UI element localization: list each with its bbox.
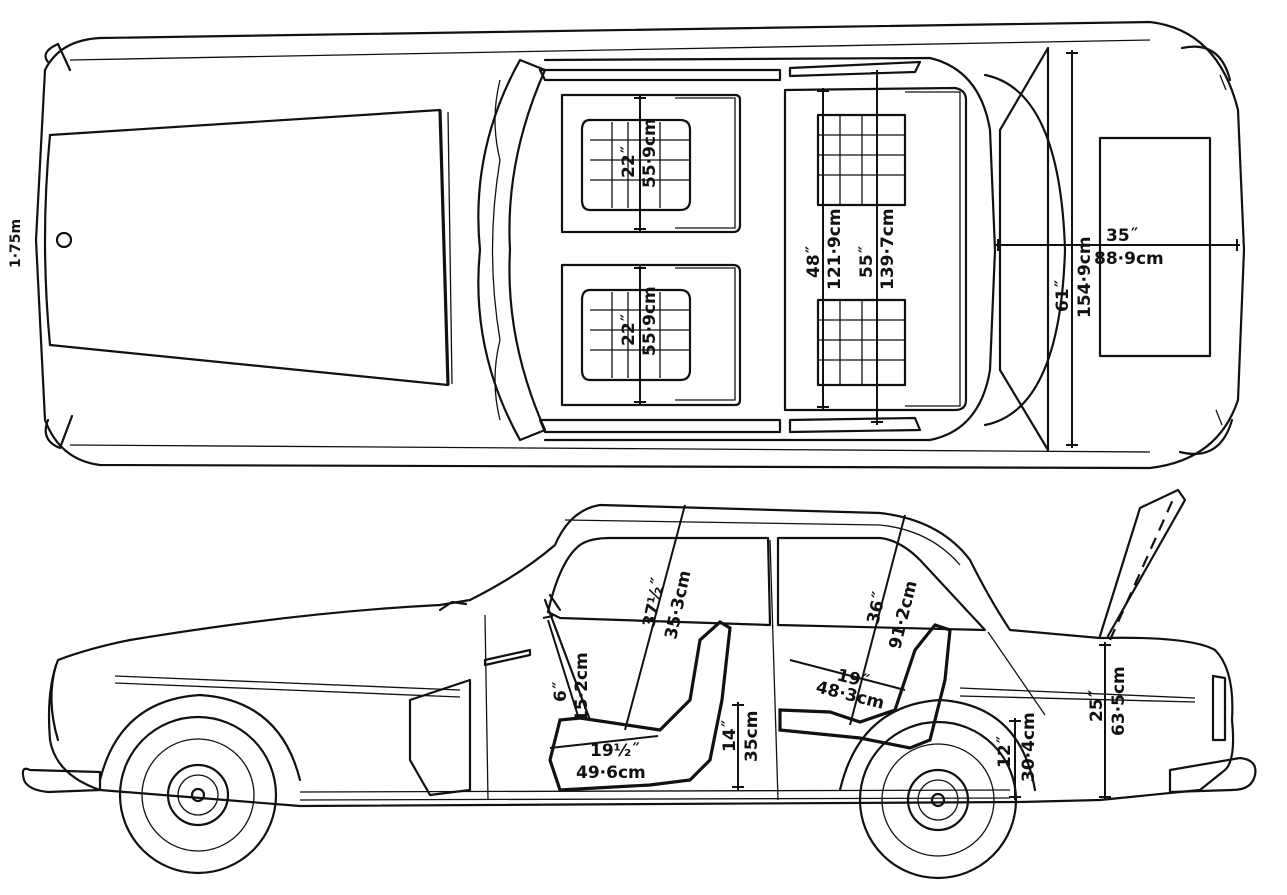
- boot-lid: [998, 46, 1050, 452]
- sill-height-inches: 12˝: [995, 735, 1015, 768]
- front-seat-upper-cm: 55·9cm: [640, 118, 660, 188]
- front-seat-lower-cm: 55·9cm: [640, 286, 660, 356]
- front-seat-side: [548, 620, 732, 792]
- front-bumper-side: [21, 767, 102, 794]
- front-headroom-cm: 35·3cm: [661, 569, 695, 641]
- rear-wheel: [838, 698, 1037, 880]
- front-seat-height-cm: 35cm: [742, 711, 762, 762]
- rear-door-window: [776, 536, 987, 632]
- boot-length-cm: 88·9cm: [1094, 249, 1164, 269]
- side-view: 37½˝ 35·3cm 36˝ 91·2cm 6˝ 15·2cm 19½˝ 49…: [21, 488, 1257, 880]
- bonnet-badge: [55, 231, 73, 249]
- rear-door: [987, 631, 1046, 716]
- front-seat-upper: [560, 93, 742, 234]
- front-seat-height-inches: 14˝: [720, 719, 740, 752]
- width-edge-label: 1·75m: [8, 219, 24, 268]
- rear-seat-side: [778, 623, 952, 750]
- rear-bench: [783, 86, 968, 412]
- steering-column: [543, 598, 592, 722]
- boot-length-inches: 35˝: [1106, 226, 1139, 246]
- front-wheel: [98, 693, 302, 875]
- rear-lamp: [1211, 674, 1227, 742]
- top-view: 1·75m 22˝ 55·9cm 22˝ 55·9cm 48˝ 121·9cm …: [8, 20, 1246, 470]
- rear-headroom-inches: 36˝: [863, 590, 890, 627]
- boot-width-inches: 61˝: [1053, 279, 1073, 312]
- boot-width-cm: 154·9cm: [1075, 236, 1095, 318]
- front-legroom-cm: 49·6cm: [576, 763, 646, 783]
- boot-lid-arc: [1108, 494, 1177, 641]
- rear-bumper-side: [1168, 756, 1257, 794]
- boot-panel: [1098, 136, 1212, 358]
- windscreen-top: [477, 58, 547, 442]
- rear-seat-width-cm: 121·9cm: [825, 208, 845, 290]
- front-door: [484, 539, 779, 801]
- front-seat-cushion-inches: 6˝: [551, 681, 571, 702]
- front-door-window: [546, 536, 772, 627]
- rear-seat-width-inches: 48˝: [804, 245, 824, 278]
- rear-bumper-top: [1178, 45, 1234, 455]
- rear-headroom-cm: 91·2cm: [885, 579, 921, 652]
- front-seat-cushion-cm: 15·2cm: [572, 652, 592, 722]
- rear-shoulder-inches: 55˝: [857, 245, 877, 278]
- top-body-outline: [34, 20, 1246, 470]
- engine-bay: [408, 678, 472, 797]
- front-legroom-inches: 19½˝: [590, 741, 640, 761]
- boot-height-inches: 25˝: [1087, 689, 1107, 722]
- rear-window-top: [983, 73, 1067, 427]
- front-seat-lower: [560, 263, 742, 407]
- front-seat-upper-inches: 22˝: [619, 145, 639, 178]
- boot-height-cm: 63·5cm: [1109, 666, 1129, 736]
- open-boot-lid: [1098, 488, 1187, 638]
- bonnet: [43, 108, 450, 387]
- cabin-outline: [543, 56, 997, 442]
- sill-height-cm: 30·4cm: [1019, 712, 1039, 782]
- side-body-outline: [47, 503, 1235, 808]
- rear-shoulder-cm: 139·7cm: [878, 208, 898, 290]
- front-seat-lower-inches: 22˝: [619, 313, 639, 346]
- front-bumper-top: [44, 42, 74, 450]
